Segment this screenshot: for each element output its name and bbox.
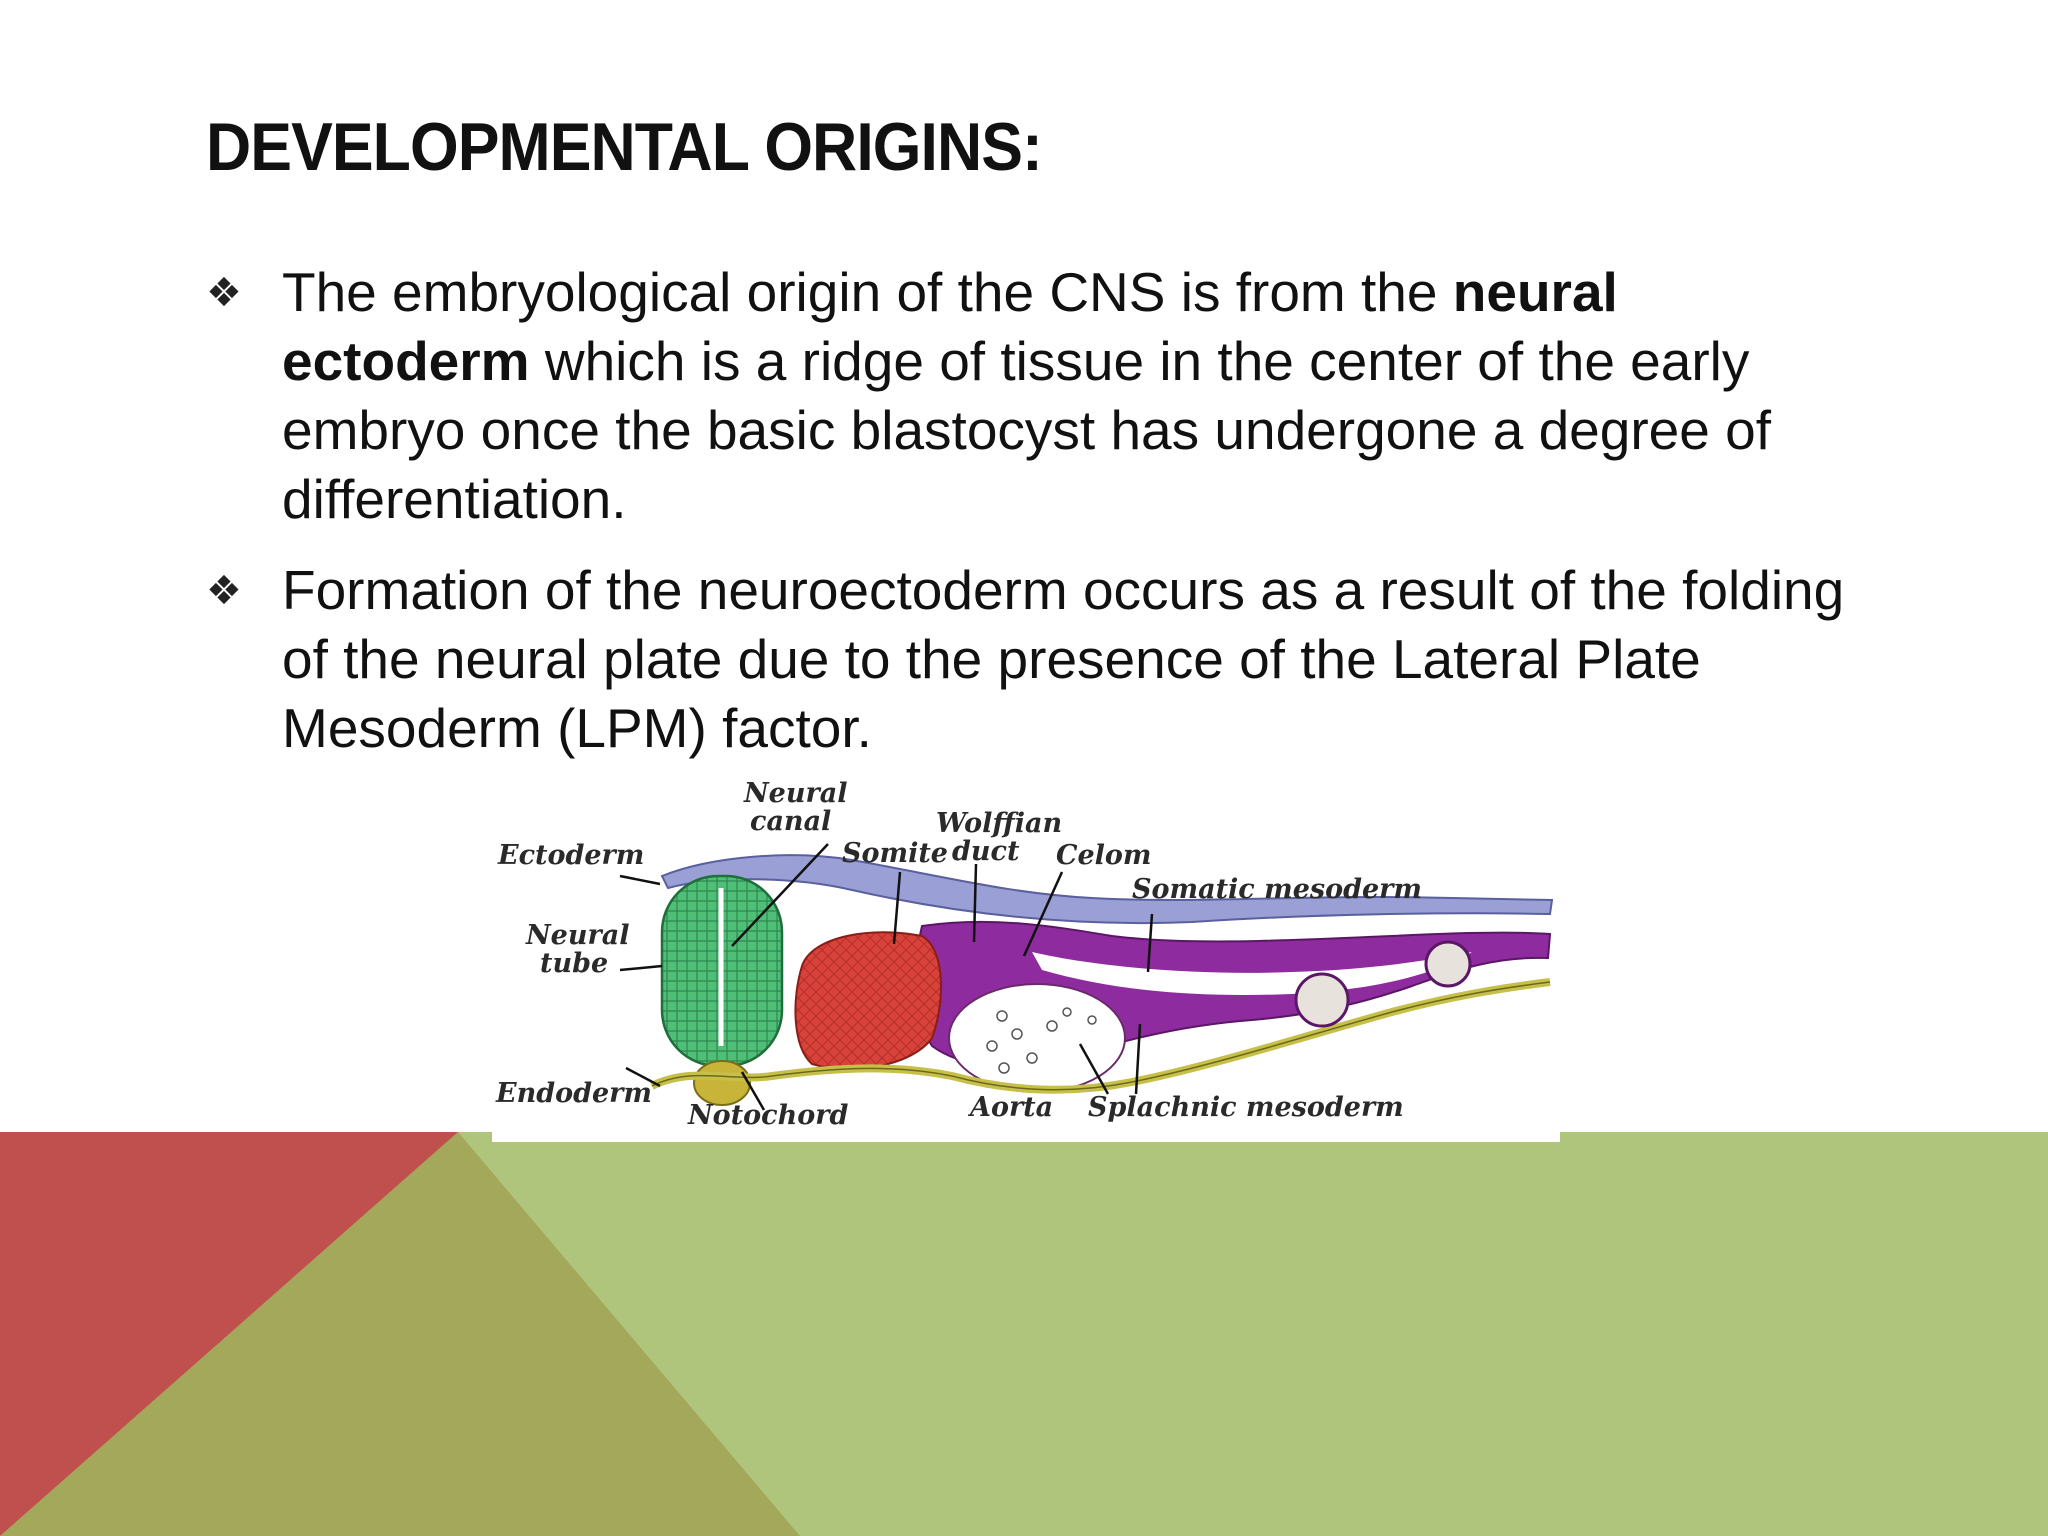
label-neural-tube: tube [540, 948, 609, 979]
diamond-bullet-icon: ❖ [206, 270, 242, 316]
celom-cavity [1032, 952, 1472, 995]
bottom-decor-shapes [0, 1132, 800, 1536]
label-splachnic-mesoderm: Splachnic mesoderm [1088, 1092, 1404, 1123]
label-somatic-mesoderm: Somatic mesoderm [1132, 874, 1422, 905]
bullet-list: ❖ The embryological origin of the CNS is… [206, 258, 1846, 785]
bullet-text: Formation of the neuroectoderm occurs as… [282, 559, 1845, 759]
label-notochord: Notochord [688, 1100, 849, 1131]
bullet-text: The embryological origin of the CNS is f… [282, 258, 1846, 534]
diamond-bullet-icon: ❖ [206, 568, 242, 614]
notochord [693, 1060, 751, 1106]
label-neural-canal: canal [750, 806, 832, 837]
label-endoderm: Endoderm [496, 1078, 652, 1109]
slide-title: DEVELOPMENTAL ORIGINS: [206, 109, 1043, 185]
ectoderm-band [660, 854, 1554, 925]
red-triangle [0, 1132, 458, 1536]
label-somite: Somite [842, 838, 948, 869]
bullet-text-part: which is a ridge of tissue in the center… [282, 330, 1772, 530]
bullet-item: ❖ The embryological origin of the CNS is… [206, 258, 1846, 534]
olive-triangle [0, 1132, 800, 1536]
vesicle-1 [1294, 972, 1350, 1028]
bullet-item: ❖ Formation of the neuroectoderm occurs … [206, 556, 1846, 763]
label-aorta: Aorta [970, 1092, 1054, 1123]
embryo-diagram [619, 843, 1554, 1111]
label-ectoderm: Ectoderm [498, 840, 645, 871]
label-neural-tube: Neural [526, 920, 630, 951]
label-wolffian-duct: duct [952, 836, 1020, 867]
label-celom: Celom [1056, 840, 1152, 871]
label-neural-canal: Neural [744, 778, 848, 809]
vesicle-2 [1424, 940, 1472, 988]
label-wolffian-duct: Wolffian [936, 808, 1063, 839]
bold-term: neural ectoderm [282, 261, 1618, 392]
embryo-cross-section-figure: Neural canal Wolffian Somite duct Celom … [492, 776, 1560, 1142]
bullet-text-part: The embryological origin of the CNS is f… [282, 261, 1453, 323]
